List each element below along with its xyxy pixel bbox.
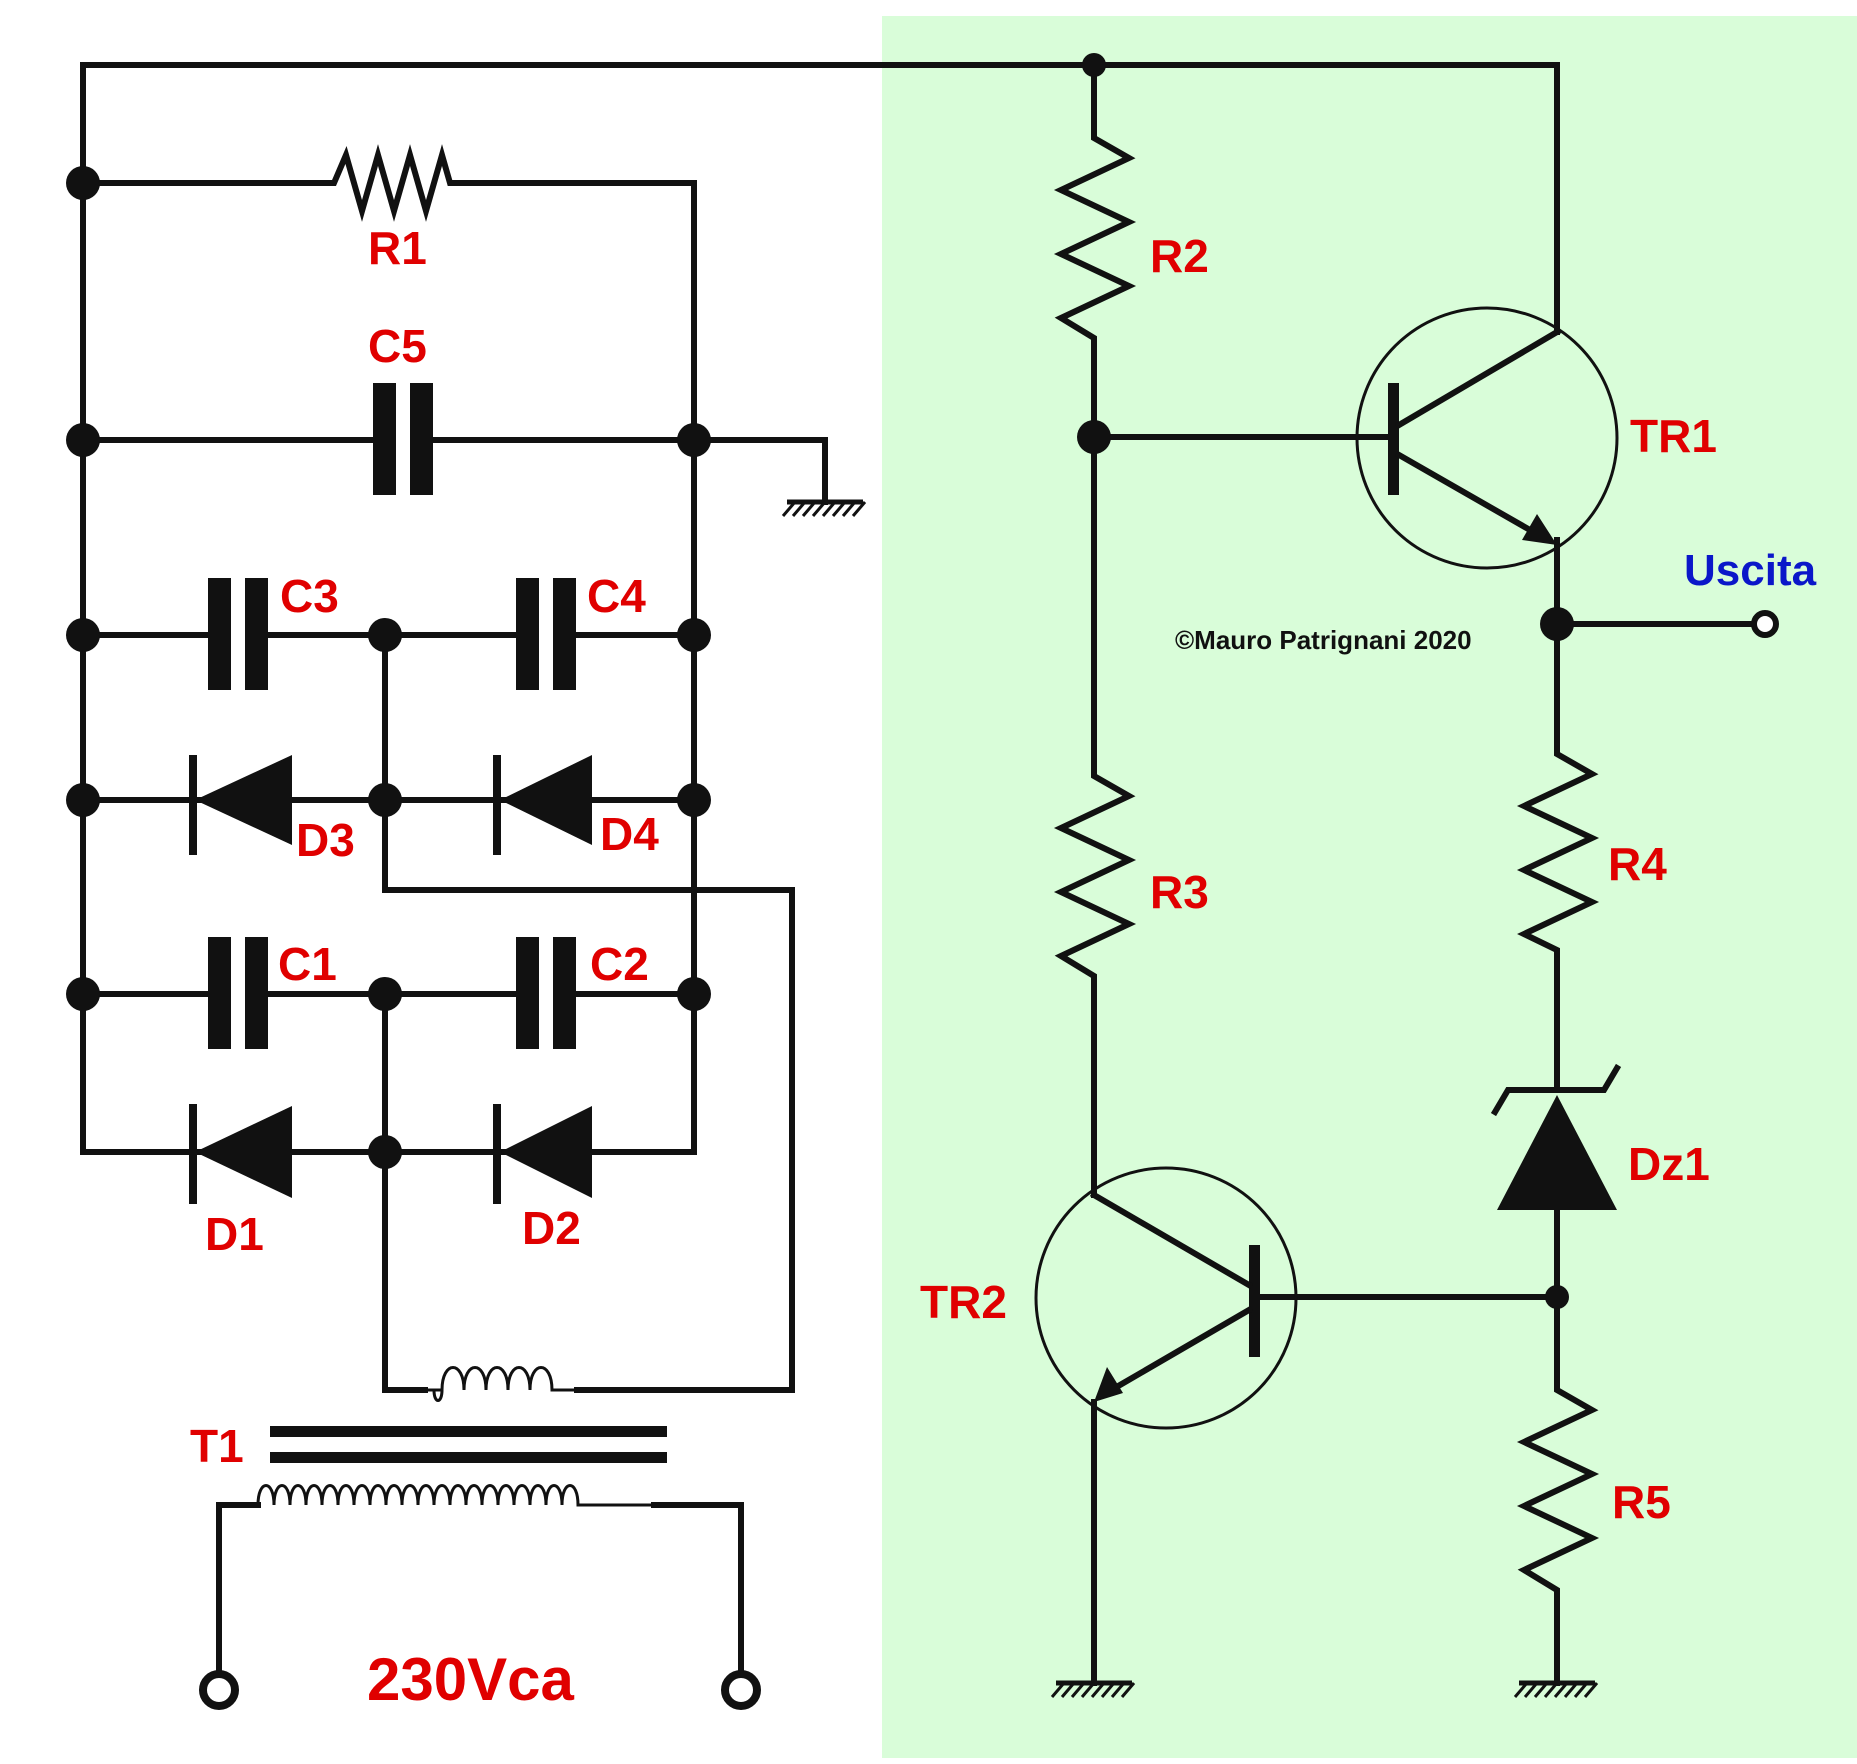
label-r4: R4 (1608, 838, 1667, 890)
label-c2: C2 (590, 938, 649, 990)
label-d3: D3 (296, 814, 355, 866)
label-r1: R1 (368, 222, 427, 274)
mains-terminal-left (199, 1670, 239, 1710)
label-t1: T1 (190, 1420, 244, 1472)
label-d1: D1 (205, 1208, 264, 1260)
capacitor-c3 (208, 578, 268, 690)
capacitor-c1 (208, 937, 268, 1049)
mains-terminal-right (721, 1670, 761, 1710)
label-dz1: Dz1 (1628, 1138, 1710, 1190)
label-c5: C5 (368, 320, 427, 372)
capacitor-c2 (516, 937, 576, 1049)
ground-symbol-left (783, 502, 865, 516)
label-output: Uscita (1684, 546, 1817, 595)
label-tr1: TR1 (1630, 410, 1717, 462)
diode-d1 (189, 1104, 292, 1204)
label-c1: C1 (278, 938, 337, 990)
capacitor-c5 (373, 383, 433, 495)
resistor-r1 (319, 144, 465, 222)
label-d2: D2 (522, 1202, 581, 1254)
diode-d3 (189, 755, 292, 855)
resistor-r4 (1516, 745, 1600, 958)
label-r5: R5 (1612, 1476, 1671, 1528)
junction-dots (66, 53, 1574, 1309)
label-mains-voltage: 230Vca (367, 1646, 574, 1713)
label-r3: R3 (1150, 866, 1209, 918)
resistor-r2 (1053, 129, 1137, 347)
label-d4: D4 (600, 808, 659, 860)
regulator-section-background (882, 16, 1857, 1758)
diode-d4 (493, 755, 592, 855)
label-r2: R2 (1150, 230, 1209, 282)
label-c4: C4 (587, 570, 646, 622)
zener-diode-dz1 (1490, 1063, 1622, 1210)
capacitor-c4 (516, 578, 576, 690)
resistor-r3 (1053, 767, 1137, 987)
resistor-r5 (1516, 1382, 1600, 1598)
transformer-t1 (216, 1366, 744, 1693)
label-c3: C3 (280, 570, 339, 622)
output-terminal (1751, 610, 1779, 638)
transistor-tr1 (1355, 306, 1619, 570)
regulator-wiring (1091, 62, 1768, 1686)
copyright-notice: ©Mauro Patrignani 2020 (1175, 625, 1472, 655)
diode-d2 (493, 1104, 592, 1204)
label-tr2: TR2 (920, 1276, 1007, 1328)
transistor-tr2 (1034, 1166, 1298, 1430)
